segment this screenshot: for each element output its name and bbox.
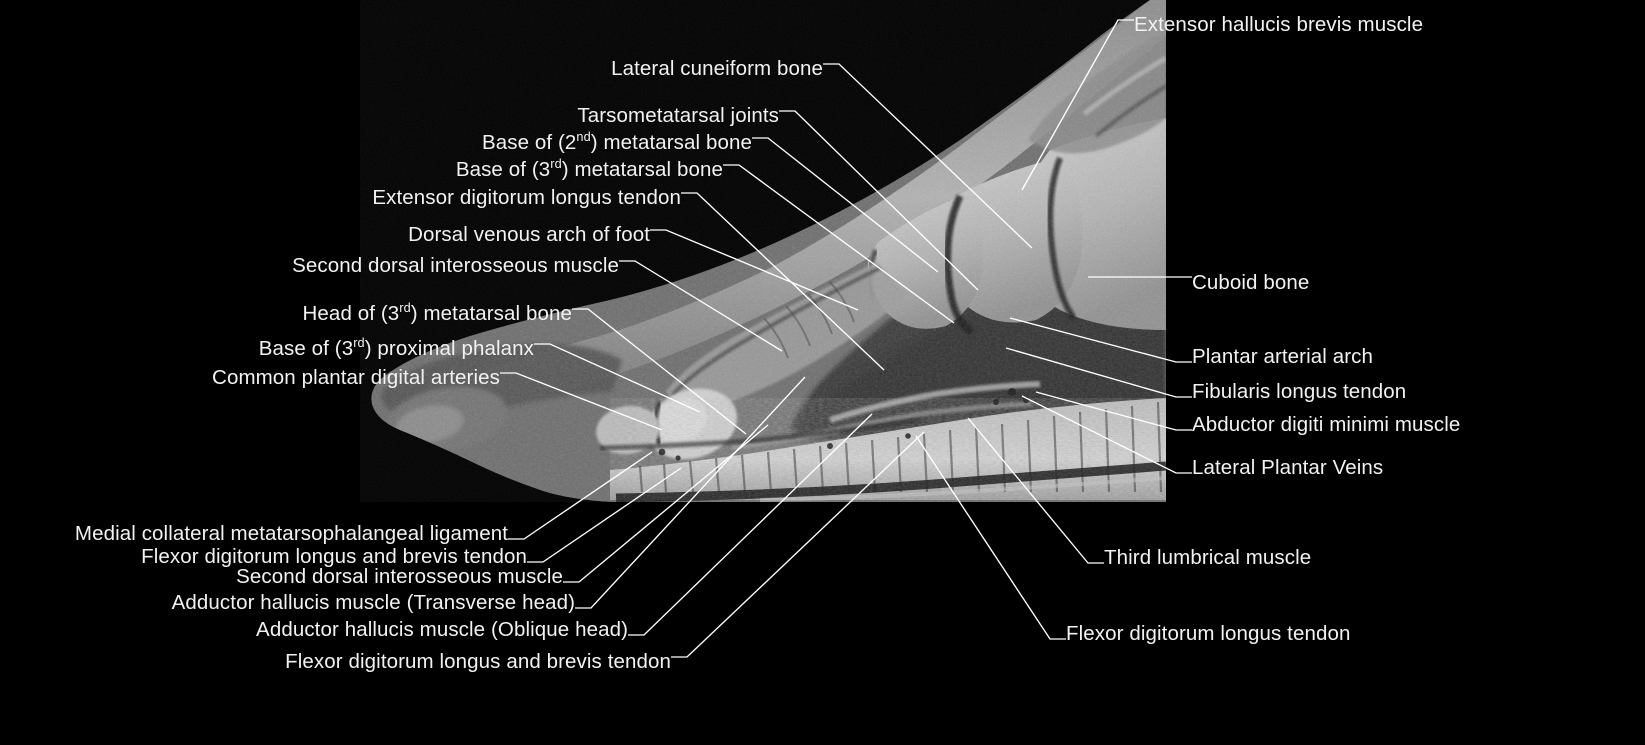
label-base-of-3rd-proximal-phalanx: Base of (3rd) proximal phalanx [258, 334, 534, 360]
label-adductor-hallucis-muscle-transverse-head: Adductor hallucis muscle (Transverse hea… [171, 590, 575, 614]
label-common-plantar-digital-arteries: Common plantar digital arteries [212, 365, 500, 389]
label-base-of-2nd-metatarsal-bone: Base of (2nd) metatarsal bone [481, 128, 752, 154]
label-lateral-cuneiform-bone: Lateral cuneiform bone [611, 56, 823, 80]
label-second-dorsal-interosseous-muscle-lower: Second dorsal interosseous muscle [236, 564, 563, 588]
label-abductor-digiti-minimi-muscle: Abductor digiti minimi muscle [1192, 412, 1461, 436]
label-lateral-plantar-veins: Lateral Plantar Veins [1192, 455, 1384, 479]
label-flexor-digitorum-longus-tendon: Flexor digitorum longus tendon [1066, 621, 1351, 645]
label-base-of-3rd-metatarsal-bone: Base of (3rd) metatarsal bone [455, 155, 723, 181]
label-medial-collateral-metatarsophalangeal-ligament: Medial collateral metatarsophalangeal li… [74, 521, 508, 545]
label-dorsal-venous-arch-of-foot: Dorsal venous arch of foot [408, 222, 650, 246]
label-fibularis-longus-tendon: Fibularis longus tendon [1192, 379, 1407, 403]
label-adductor-hallucis-muscle-oblique-head: Adductor hallucis muscle (Oblique head) [256, 617, 628, 641]
label-extensor-hallucis-brevis-muscle: Extensor hallucis brevis muscle [1134, 12, 1424, 36]
label-head-of-3rd-metatarsal-bone: Head of (3rd) metatarsal bone [302, 299, 572, 325]
label-tarsometatarsal-joints: Tarsometatarsal joints [577, 103, 779, 127]
label-third-lumbrical-muscle: Third lumbrical muscle [1104, 545, 1312, 569]
label-flexor-digitorum-longus-and-brevis-tendon-lower: Flexor digitorum longus and brevis tendo… [285, 649, 671, 673]
label-plantar-arterial-arch: Plantar arterial arch [1192, 344, 1373, 368]
label-extensor-digitorum-longus-tendon: Extensor digitorum longus tendon [372, 185, 681, 209]
label-flexor-digitorum-longus-and-brevis-tendon-upper: Flexor digitorum longus and brevis tendo… [141, 544, 527, 568]
label-second-dorsal-interosseous-muscle-upper: Second dorsal interosseous muscle [292, 253, 619, 277]
label-cuboid-bone: Cuboid bone [1192, 270, 1310, 294]
